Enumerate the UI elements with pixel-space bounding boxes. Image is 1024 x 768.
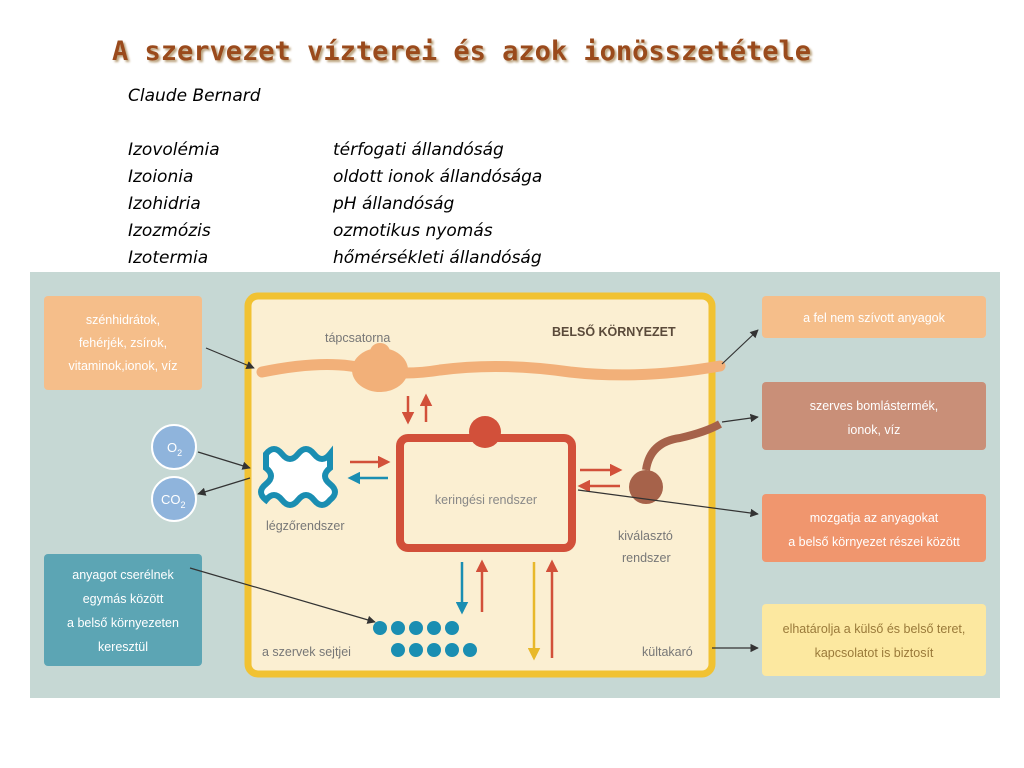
waste-line: szerves bomlástermék, bbox=[810, 399, 939, 413]
inner-environment-heading: BELSŐ KÖRNYEZET bbox=[552, 324, 676, 339]
page-title: A szervezet vízterei és azok ionösszetét… bbox=[112, 36, 811, 67]
connector-arrows bbox=[189, 329, 759, 653]
exchange-line: anyagot cserélnek bbox=[72, 568, 174, 582]
stomach-top bbox=[370, 343, 390, 361]
excr-label-2: rendszer bbox=[622, 551, 671, 565]
definition-row: Izoionia oldott ionok állandósága bbox=[128, 167, 648, 194]
waste-box bbox=[762, 382, 986, 450]
skin-desc-line: kapcsolatot is biztosít bbox=[815, 646, 934, 660]
circ-desc-line: mozgatja az anyagokat bbox=[810, 511, 939, 525]
internal-arrows bbox=[347, 393, 623, 661]
definition-term: Izovolémia bbox=[128, 140, 220, 160]
definition-term: Izoionia bbox=[128, 167, 194, 187]
skin-label: kültakaró bbox=[642, 645, 693, 659]
skin-desc-box bbox=[762, 604, 986, 676]
unabsorbed-line: a fel nem szívott anyagok bbox=[803, 311, 945, 325]
definition-list: Izovolémia térfogati állandóság Izoionia… bbox=[128, 140, 648, 275]
exchange-line: a belső környezeten bbox=[67, 616, 179, 630]
cells-dots bbox=[373, 621, 477, 657]
definition-term: Izotermia bbox=[128, 248, 209, 268]
exchange-line: keresztül bbox=[98, 640, 148, 654]
definition-term: Izozmózis bbox=[128, 221, 211, 241]
o2-label: O2 bbox=[167, 440, 182, 458]
definition-desc: térfogati állandóság bbox=[333, 140, 504, 160]
definition-desc: oldott ionok állandósága bbox=[333, 167, 543, 187]
kidney bbox=[629, 470, 663, 504]
lungs-shape bbox=[258, 445, 338, 508]
unabsorbed-box bbox=[762, 296, 986, 338]
definition-row: Izotermia hőmérsékleti állandóság bbox=[128, 248, 648, 275]
gut-label: tápcsatorna bbox=[325, 331, 390, 345]
definition-desc: pH állandóság bbox=[333, 194, 455, 214]
waste-line: ionok, víz bbox=[848, 423, 901, 437]
circ-desc-line: a belső környezet részei között bbox=[788, 535, 960, 549]
o2-circle bbox=[151, 424, 197, 470]
definition-row: Izohidria pH állandóság bbox=[128, 194, 648, 221]
food-line: szénhidrátok, bbox=[86, 313, 160, 327]
ureter bbox=[642, 420, 722, 471]
excr-label-1: kiválasztó bbox=[618, 529, 673, 543]
definition-term: Izohidria bbox=[128, 194, 201, 214]
definition-desc: ozmotikus nyomás bbox=[333, 221, 493, 241]
definition-desc: hőmérsékleti állandóság bbox=[333, 248, 542, 268]
exchange-box bbox=[44, 554, 202, 666]
food-line: vitaminok,ionok, víz bbox=[68, 359, 177, 373]
circ-label: keringési rendszer bbox=[435, 493, 537, 507]
resp-label: légzőrendszer bbox=[266, 519, 345, 533]
heart bbox=[469, 416, 501, 448]
inner-environment-box bbox=[244, 292, 716, 678]
digestive-tract-tube bbox=[256, 358, 726, 381]
definition-row: Izovolémia térfogati állandóság bbox=[128, 140, 648, 167]
definition-row: Izozmózis ozmotikus nyomás bbox=[128, 221, 648, 248]
food-box bbox=[44, 296, 202, 390]
food-line: fehérjék, zsírok, bbox=[79, 336, 167, 350]
author-name: Claude Bernard bbox=[128, 86, 261, 106]
internal-environment-diagram: szénhidrátok, fehérjék, zsírok, vitamino… bbox=[30, 272, 1000, 698]
co2-label: CO2 bbox=[161, 492, 186, 510]
stomach-shape bbox=[352, 348, 408, 392]
exchange-line: egymás között bbox=[83, 592, 164, 606]
co2-circle bbox=[151, 476, 197, 522]
skin-desc-line: elhatárolja a külső és belső teret, bbox=[783, 622, 966, 636]
cells-label: a szervek sejtjei bbox=[262, 645, 351, 659]
circ-desc-box bbox=[762, 494, 986, 562]
diagram-svg: szénhidrátok, fehérjék, zsírok, vitamino… bbox=[30, 272, 1000, 698]
